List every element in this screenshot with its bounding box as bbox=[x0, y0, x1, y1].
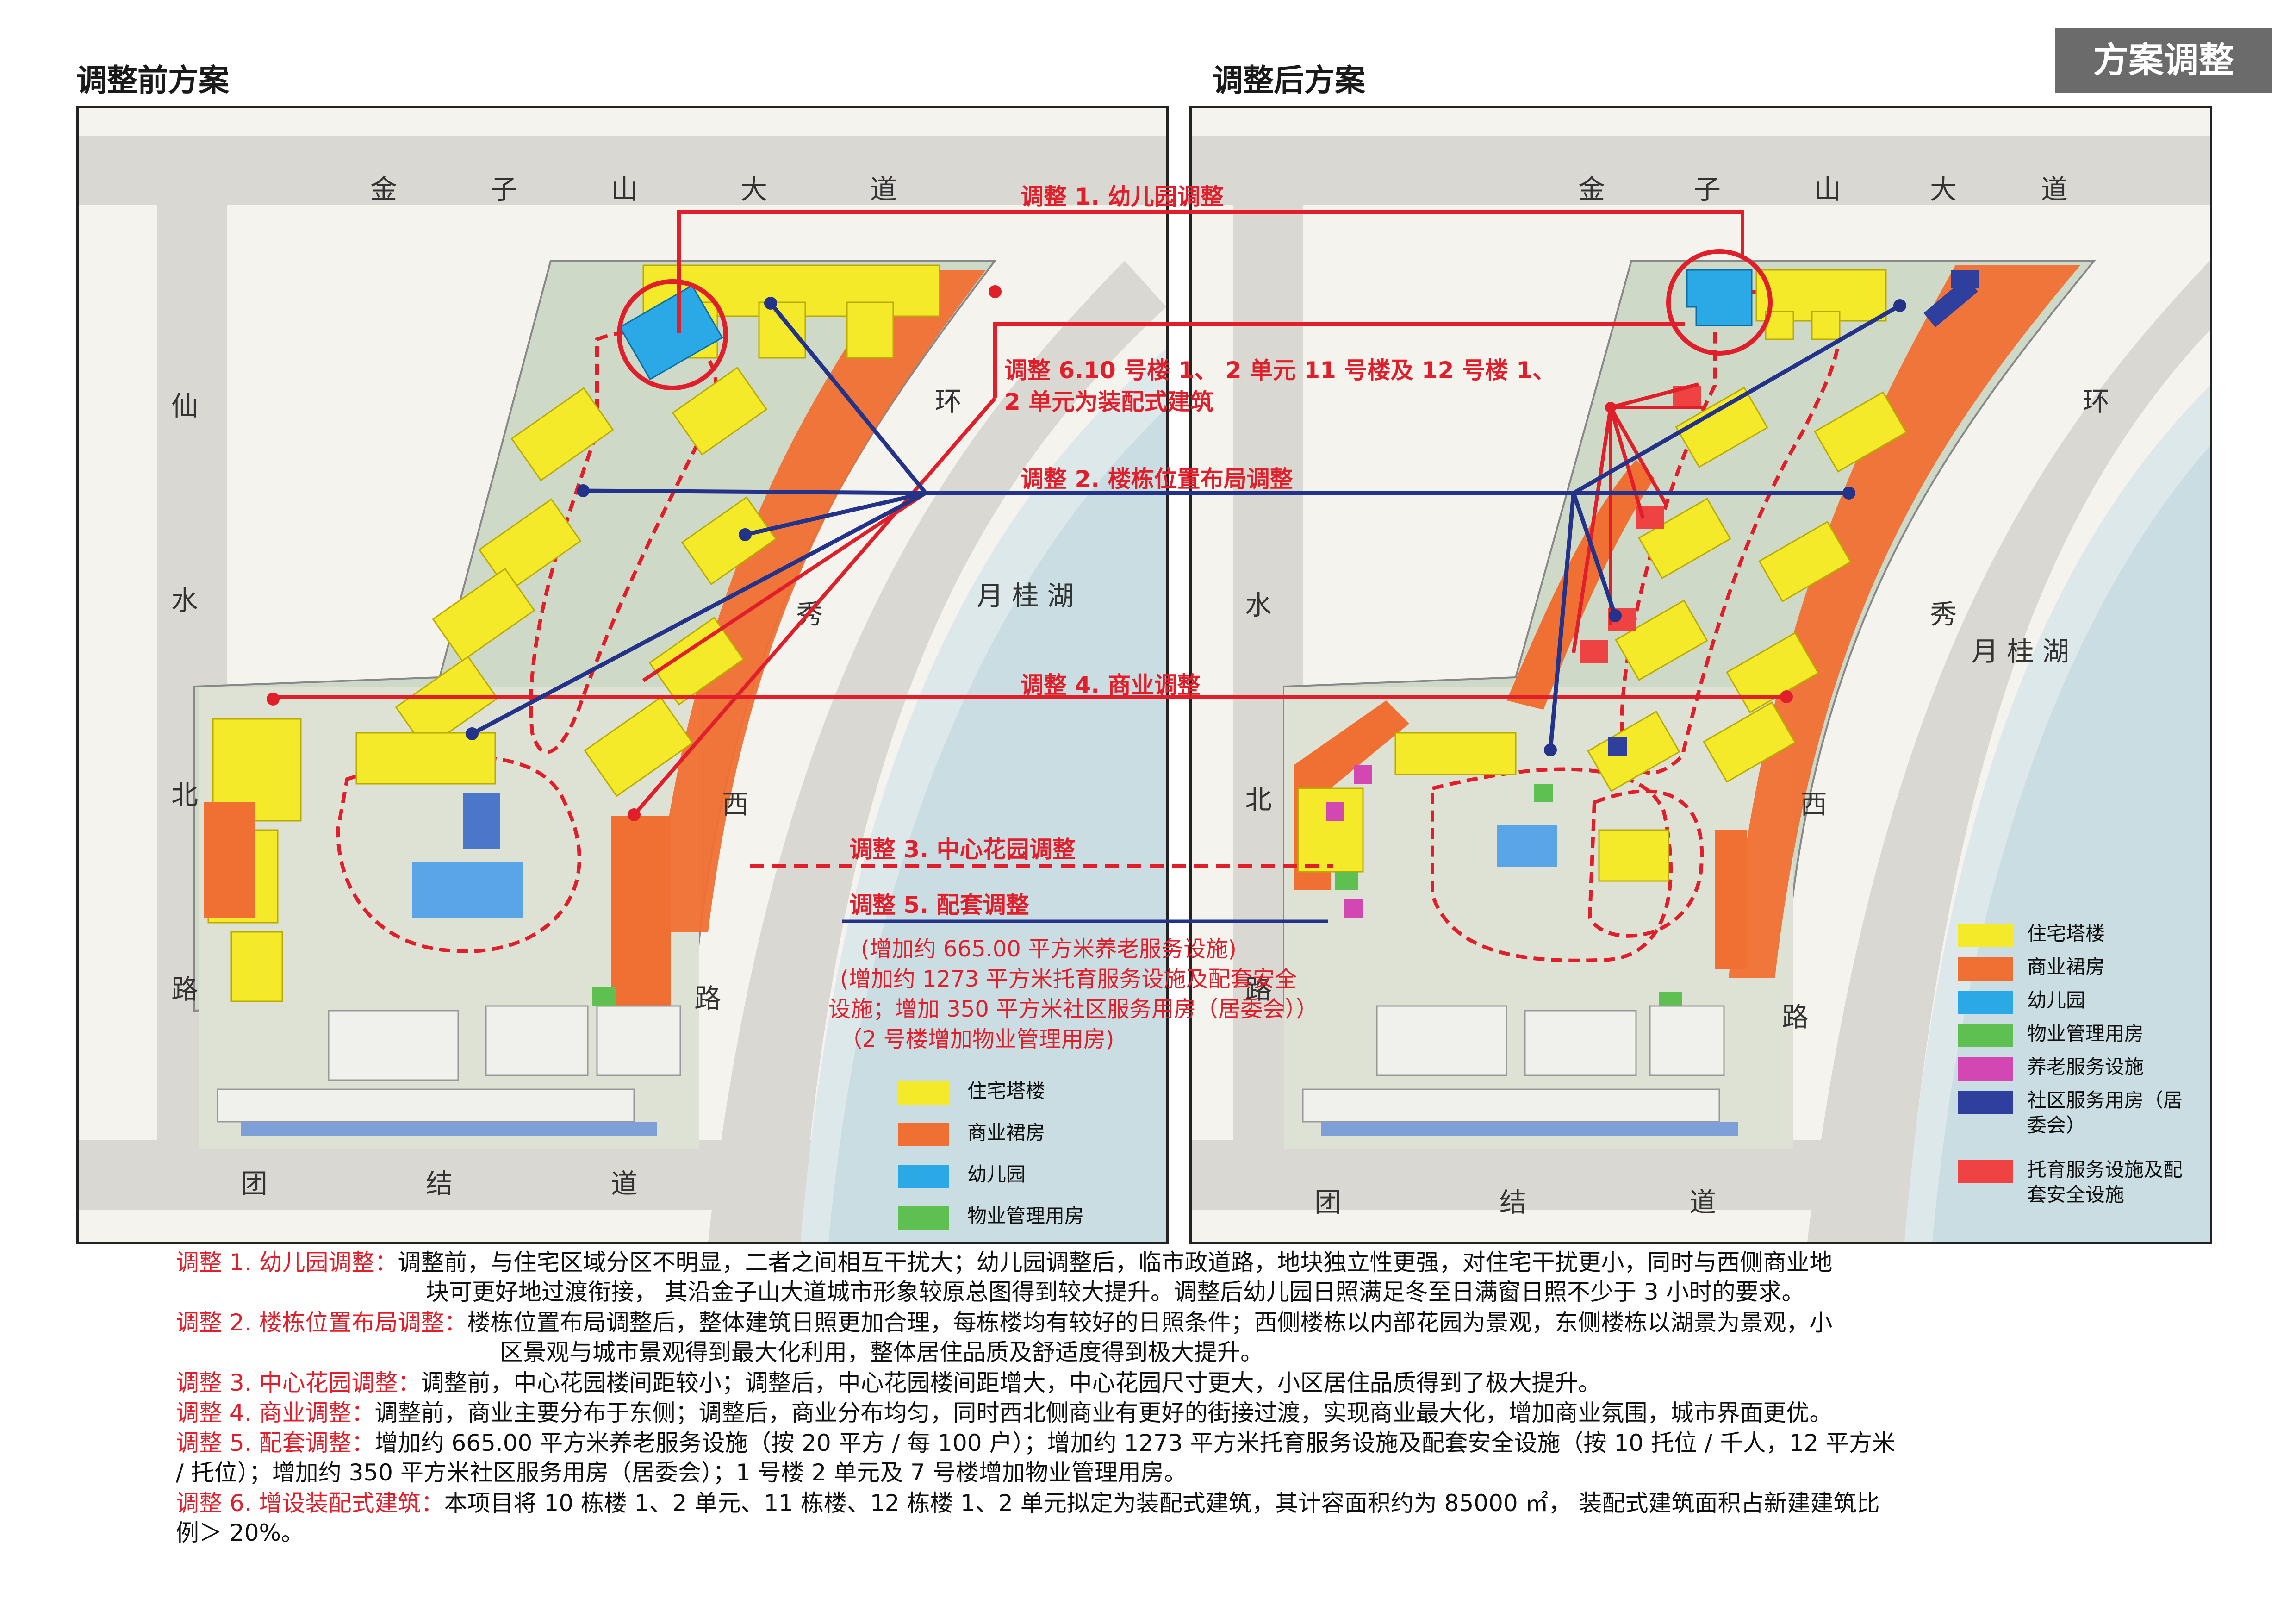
legend-swatch bbox=[1958, 1091, 2013, 1114]
road-label-jinzishan-right-3: 山 bbox=[1814, 174, 1842, 205]
description-line: 调整前，中心花园楼间距较小；调整后，中心花园楼间距增大，中心花园尺寸更大，小区居… bbox=[421, 1369, 1601, 1396]
road-label-south-left-1: 团 bbox=[241, 1168, 268, 1199]
description-line: 例＞ 20%。 bbox=[176, 1519, 305, 1546]
description-head: 调整 2. 楼栋位置布局调整： bbox=[176, 1309, 467, 1336]
road-label-east-right-3: 西 bbox=[1800, 788, 1828, 820]
road-label-jinzishan-left-2: 子 bbox=[491, 174, 518, 205]
lake-label-left: 月 桂 湖 bbox=[977, 580, 1074, 612]
legend-label: 住宅塔楼 bbox=[967, 1080, 1045, 1102]
lake-label-right: 月 桂 湖 bbox=[1972, 636, 2069, 667]
road-label-south-left-3: 道 bbox=[611, 1168, 638, 1199]
description-line: 调整前，商业主要分布于东侧；调整后，商业分布均匀，同时西北侧商业有更好的街接过渡… bbox=[374, 1399, 1833, 1426]
road-label-east-right-2: 秀 bbox=[1930, 599, 1957, 630]
road-label-east-left-2: 秀 bbox=[796, 599, 823, 630]
description-commercial: 调整 4. 商业调整：调整前，商业主要分布于东侧；调整后，商业分布均匀，同时西北… bbox=[176, 1398, 2259, 1428]
facilities-detail-3: 设施；增加 350 平方米社区服务用房（居委会）） bbox=[828, 996, 1319, 1022]
legend-swatch bbox=[898, 1123, 949, 1146]
description-line: 区景观与城市景观得到最大化利用，整体居住品质及舒适度得到极大提升。 bbox=[500, 1339, 1263, 1366]
after-plan-title: 调整后方案 bbox=[1213, 62, 1365, 98]
description-line: 调整前，与住宅区域分区不明显，二者之间相互干扰大；幼儿园调整后，临市政道路，地块… bbox=[398, 1249, 1833, 1276]
legend-swatch bbox=[1958, 957, 2013, 981]
after-site-plan bbox=[1189, 106, 2212, 1244]
road-label-west-right-2: 北 bbox=[1245, 784, 1272, 815]
description-line: 块可更好地过渡衔接， 其沿金子山大道城市形象较原总图得到较大提升。调整后幼儿园日… bbox=[426, 1279, 1805, 1305]
legend-swatch bbox=[1958, 991, 2013, 1014]
legend-label: 商业裙房 bbox=[2027, 956, 2105, 978]
facilities-detail-4: （2 号楼增加物业管理用房) bbox=[840, 1026, 1114, 1052]
road-label-jinzishan-left-3: 山 bbox=[611, 174, 638, 205]
road-label-east-left-4: 路 bbox=[694, 983, 722, 1014]
description-line: 增加约 665.00 平方米养老服务设施（按 20 平方 / 每 100 户）；… bbox=[374, 1430, 1896, 1456]
legend-after: 住宅塔楼 商业裙房 幼儿园 物业管理用房 养老服务设施 社区服务用房（居 委会）… bbox=[1958, 921, 2208, 1227]
description-head: 调整 4. 商业调整： bbox=[176, 1399, 375, 1426]
legend-swatch bbox=[1958, 1057, 2013, 1081]
annotation-prefab-line2: 2 单元为装配式建筑 bbox=[1004, 388, 1214, 415]
annotation-kindergarten: 调整 1. 幼儿园调整 bbox=[1020, 183, 1224, 210]
legend-label: 物业管理用房 bbox=[2027, 1022, 2144, 1045]
legend-label-line2: 委会） bbox=[2027, 1114, 2086, 1137]
description-line: 楼栋位置布局调整后，整体建筑日照更加合理，每栋楼均有较好的日照条件；西侧楼栋以内… bbox=[467, 1309, 1833, 1336]
scheme-adjustment-badge: 方案调整 bbox=[2055, 28, 2272, 93]
facilities-detail-1: (增加约 665.00 平方米养老服务设施) bbox=[861, 936, 1237, 962]
road-label-jinzishan-left-1: 金 bbox=[370, 174, 398, 205]
annotation-commercial: 调整 4. 商业调整 bbox=[1020, 672, 1201, 699]
description-head: 调整 5. 配套调整： bbox=[176, 1430, 375, 1456]
legend-label: 托育服务设施及配 bbox=[2027, 1158, 2183, 1181]
road-label-south-right-3: 道 bbox=[1689, 1187, 1717, 1218]
legend-swatch bbox=[898, 1081, 949, 1105]
road-label-west-left-3: 北 bbox=[171, 779, 199, 811]
legend-swatch bbox=[898, 1165, 949, 1188]
road-label-east-right-1: 环 bbox=[2083, 386, 2110, 417]
legend-label: 住宅塔楼 bbox=[2027, 922, 2105, 945]
road-label-west-left-1: 仙 bbox=[171, 390, 199, 422]
legend-label-line2: 套安全设施 bbox=[2027, 1183, 2125, 1206]
before-site-plan bbox=[76, 106, 1169, 1244]
annotation-facilities: 调整 5. 配套调整 bbox=[849, 892, 1029, 918]
road-label-jinzishan-right-1: 金 bbox=[1578, 174, 1605, 205]
road-label-west-right-3: 路 bbox=[1245, 974, 1272, 1005]
road-label-south-left-2: 结 bbox=[426, 1168, 453, 1199]
description-head: 调整 1. 幼儿园调整： bbox=[176, 1249, 398, 1276]
road-label-jinzishan-left-4: 大 bbox=[740, 174, 768, 205]
description-prefab: 调整 6. 增设装配式建筑：本项目将 10 栋楼 1、2 单元、11 栋楼、12… bbox=[176, 1488, 2259, 1548]
legend-swatch bbox=[1958, 1024, 2013, 1047]
annotation-layout: 调整 2. 楼栋位置布局调整 bbox=[1020, 466, 1293, 493]
road-label-jinzishan-left-5: 道 bbox=[870, 174, 897, 205]
road-label-west-left-4: 路 bbox=[171, 974, 199, 1005]
description-kindergarten: 调整 1. 幼儿园调整：调整前，与住宅区域分区不明显，二者之间相互干扰大；幼儿园… bbox=[176, 1248, 2259, 1307]
legend-swatch bbox=[898, 1206, 949, 1230]
description-line: / 托位）；增加约 350 平方米社区服务用房（居委会）；1 号楼 2 单元及 … bbox=[176, 1459, 1187, 1486]
road-label-jinzishan-right-4: 大 bbox=[1930, 174, 1957, 205]
description-line: 本项目将 10 栋楼 1、2 单元、11 栋楼、12 栋楼 1、2 单元拟定为装… bbox=[444, 1490, 1880, 1517]
road-label-south-right-1: 团 bbox=[1314, 1187, 1342, 1218]
legend-swatch bbox=[1958, 924, 2013, 947]
road-label-east-left-1: 环 bbox=[935, 386, 962, 417]
description-garden: 调整 3. 中心花园调整：调整前，中心花园楼间距较小；调整后，中心花园楼间距增大… bbox=[176, 1368, 2259, 1398]
before-site-plan-drawing bbox=[79, 136, 1166, 1242]
road-label-west-right-1: 水 bbox=[1245, 589, 1272, 621]
legend-swatch bbox=[1958, 1160, 2013, 1183]
road-label-jinzishan-right-2: 子 bbox=[1694, 174, 1721, 205]
legend-before: 住宅塔楼 商业裙房 幼儿园 物业管理用房 bbox=[898, 1079, 1157, 1236]
legend-label: 幼儿园 bbox=[2027, 989, 2086, 1012]
description-layout: 调整 2. 楼栋位置布局调整：楼栋位置布局调整后，整体建筑日照更加合理，每栋楼均… bbox=[176, 1308, 2259, 1367]
road-label-south-right-2: 结 bbox=[1500, 1187, 1527, 1218]
legend-label: 商业裙房 bbox=[967, 1121, 1045, 1144]
annotation-garden: 调整 3. 中心花园调整 bbox=[849, 836, 1076, 863]
legend-label: 社区服务用房（居 bbox=[2027, 1089, 2183, 1112]
description-head: 调整 6. 增设装配式建筑： bbox=[176, 1490, 444, 1517]
before-plan-title: 调整前方案 bbox=[76, 62, 229, 98]
description-facilities: 调整 5. 配套调整：增加约 665.00 平方米养老服务设施（按 20 平方 … bbox=[176, 1428, 2259, 1487]
road-label-east-right-4: 路 bbox=[1782, 1001, 1809, 1033]
legend-label: 物业管理用房 bbox=[967, 1205, 1084, 1227]
legend-label: 幼儿园 bbox=[967, 1163, 1026, 1186]
facilities-detail-2: (增加约 1273 平方米托育服务设施及配套安全 bbox=[840, 966, 1297, 992]
road-label-east-left-3: 西 bbox=[722, 788, 749, 820]
annotation-prefab-line1: 调整 6.10 号楼 1、 2 单元 11 号楼及 12 号楼 1、 bbox=[1004, 357, 1556, 384]
description-head: 调整 3. 中心花园调整： bbox=[176, 1369, 421, 1396]
legend-label: 养老服务设施 bbox=[2027, 1056, 2144, 1078]
road-label-west-left-2: 水 bbox=[171, 585, 199, 616]
road-label-jinzishan-right-5: 道 bbox=[2041, 174, 2068, 205]
